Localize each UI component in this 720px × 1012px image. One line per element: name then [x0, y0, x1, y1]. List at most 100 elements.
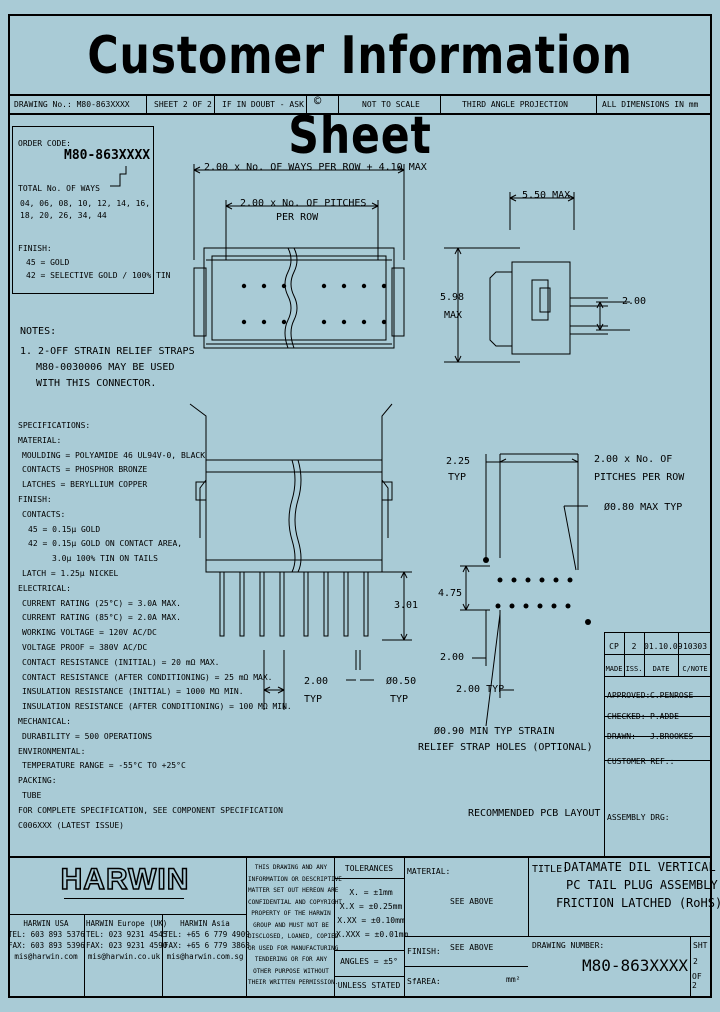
note-line-2: M80-0030006 MAY BE USED [36, 362, 175, 373]
dim-pcb-200-typ: 2.00 TYP [456, 684, 505, 695]
header-divider [440, 94, 441, 114]
sheet-of: OF 2 [692, 972, 702, 990]
pin-dot [361, 283, 367, 289]
note-line-3: WITH THIS CONNECTOR. [36, 378, 157, 389]
usa-tel: TEL: 603 893 5376 [8, 930, 85, 939]
approval-block [604, 632, 712, 856]
spec-line: PACKING: [18, 776, 57, 786]
rev-date-value: 01.10.09 [644, 642, 683, 651]
spec-line: INSULATION RESISTANCE (INITIAL) = 1000 M… [22, 687, 244, 697]
header-divider [214, 94, 215, 114]
footer-divider [162, 914, 163, 996]
usa-fax: FAX: 603 893 5396 [8, 941, 85, 950]
rev-date-header: DATE [652, 665, 670, 673]
dim-pin-diameter-2: TYP [390, 694, 409, 705]
footer-top-rule [8, 856, 712, 858]
footer-divider [8, 914, 246, 915]
strain-relief-hole [483, 557, 489, 563]
spec-line: 42 = 0.15μ GOLD ON CONTACT AREA, [28, 539, 183, 549]
dim-side-height-1: 5.98 [440, 292, 465, 303]
pin-dot [261, 319, 267, 325]
spec-line: LATCH = 1.25μ NICKEL [22, 569, 119, 578]
spec-line: WORKING VOLTAGE = 120V AC/DC [22, 628, 157, 638]
rev-made-header: MADE [605, 665, 623, 673]
spec-line: 3.0μ 100% TIN ON TAILS [52, 554, 158, 564]
dim-pcb-pitch-2: PITCHES PER ROW [594, 472, 685, 483]
tolerances-title: TOLERANCES [344, 864, 394, 873]
surface-area-unit: mm² [506, 975, 521, 984]
dim-pcb-225-2: TYP [448, 472, 467, 483]
dim-side-height-2: MAX [444, 310, 463, 321]
pcb-hole [551, 603, 557, 609]
finish-option-1: 45 = GOLD [26, 258, 70, 267]
spec-line: MECHANICAL: [18, 717, 71, 726]
asia-tel: TEL: +65 6 779 4909 [164, 930, 250, 939]
footer-divider [690, 936, 691, 996]
drawing-frame [8, 14, 712, 998]
title-line-3: FRICTION LATCHED (RoHS) [556, 896, 720, 910]
footer-divider [246, 856, 247, 996]
header-divider [596, 94, 597, 114]
pcb-hole [495, 603, 501, 609]
pcb-hole [511, 577, 517, 583]
pcb-hole [567, 577, 573, 583]
material-value: SEE ABOVE [450, 897, 494, 906]
unless-stated: UNLESS STATED [337, 981, 401, 990]
footer-divider [334, 976, 404, 977]
rev-issue-header: ISS. [625, 665, 643, 673]
footer-divider [404, 966, 528, 967]
legal-line: OTHER PURPOSE WITHOUT [253, 967, 329, 975]
tolerance-2: X.X = ±0.25mm [339, 902, 403, 911]
spec-line: CONTACTS = PHOSPHOR BRONZE [22, 465, 148, 475]
checked-by: P.ADDE [650, 712, 679, 721]
rev-cnote-header: C/NOTE [682, 665, 708, 673]
logo-underline [64, 898, 184, 899]
material-label: MATERIAL: [407, 867, 451, 876]
pin-dot [361, 319, 367, 325]
pin-dot [241, 319, 247, 325]
title-line-2: PC TAIL PLUG ASSEMBLY [566, 878, 718, 892]
usa-email[interactable]: mis@harwin.com [14, 952, 78, 961]
pc-tail [219, 571, 225, 637]
asia-email[interactable]: mis@harwin.com.sg [166, 952, 244, 961]
sheet-label-footer: SHT [693, 941, 708, 950]
pin-dot [381, 319, 387, 325]
technical-drawing [189, 164, 630, 727]
contact-asia: HARWIN Asia TEL: +65 6 779 4909 FAX: +65… [164, 918, 250, 962]
pin-dot [381, 283, 387, 289]
spec-line: FOR COMPLETE SPECIFICATION, SEE COMPONEN… [18, 805, 283, 815]
spec-line: CURRENT RATING (85°C) = 2.0A MAX. [22, 613, 181, 623]
spec-line: CONTACT RESISTANCE (AFTER CONDITIONING) … [22, 672, 273, 682]
spec-line: TUBE [22, 791, 42, 800]
spec-line: INSULATION RESISTANCE (AFTER CONDITIONIN… [22, 702, 292, 712]
drawn-by: J.BROOKES [650, 732, 694, 741]
eu-email[interactable]: mis@harwin.co.uk [87, 952, 161, 961]
spec-line: SPECIFICATIONS: [18, 421, 91, 430]
angles-tolerance: ANGLES = ±5° [340, 957, 398, 966]
harwin-logo: HARWIN [60, 862, 190, 897]
title-label: TITLE: [532, 864, 569, 875]
legal-line: TENDERING OR FOR ANY [254, 956, 328, 963]
pcb-layout-caption: RECOMMENDED PCB LAYOUT [468, 808, 601, 819]
dim-pin-diameter-1: Ø0.50 [386, 676, 417, 687]
pcb-hole [525, 577, 531, 583]
dim-overall-width: 2.00 x No. OF WAYS PER ROW + 4.10 MAX [204, 162, 427, 173]
spec-line: ELECTRICAL: [18, 583, 71, 593]
legal-line: THIS DRAWING AND ANY [254, 864, 328, 871]
spec-line: MOULDING = POLYAMIDE 46 UL94V-0, BLACK [22, 450, 206, 460]
ways-line-2: 18, 20, 26, 34, 44 [20, 211, 107, 220]
copyright-icon: © [314, 94, 322, 108]
drawn-label: DRAWN: [607, 732, 636, 741]
dim-side-pitch: 2.00 [622, 296, 647, 307]
tolerance-1: X. = ±1mm [349, 888, 393, 897]
legal-line: MATTER SET OUT HEREON ARE [248, 887, 339, 894]
rev-cnote-value: 10303 [682, 642, 708, 651]
footer-divider [334, 856, 335, 996]
spec-line: VOLTAGE PROOF = 380V AC/DC [22, 643, 148, 652]
pin-dot [241, 283, 247, 289]
header-divider [338, 94, 339, 114]
customer-ref-label: CUSTOMER REF.: [607, 757, 675, 766]
pin-dot [281, 319, 287, 325]
order-code-leader [110, 166, 127, 187]
